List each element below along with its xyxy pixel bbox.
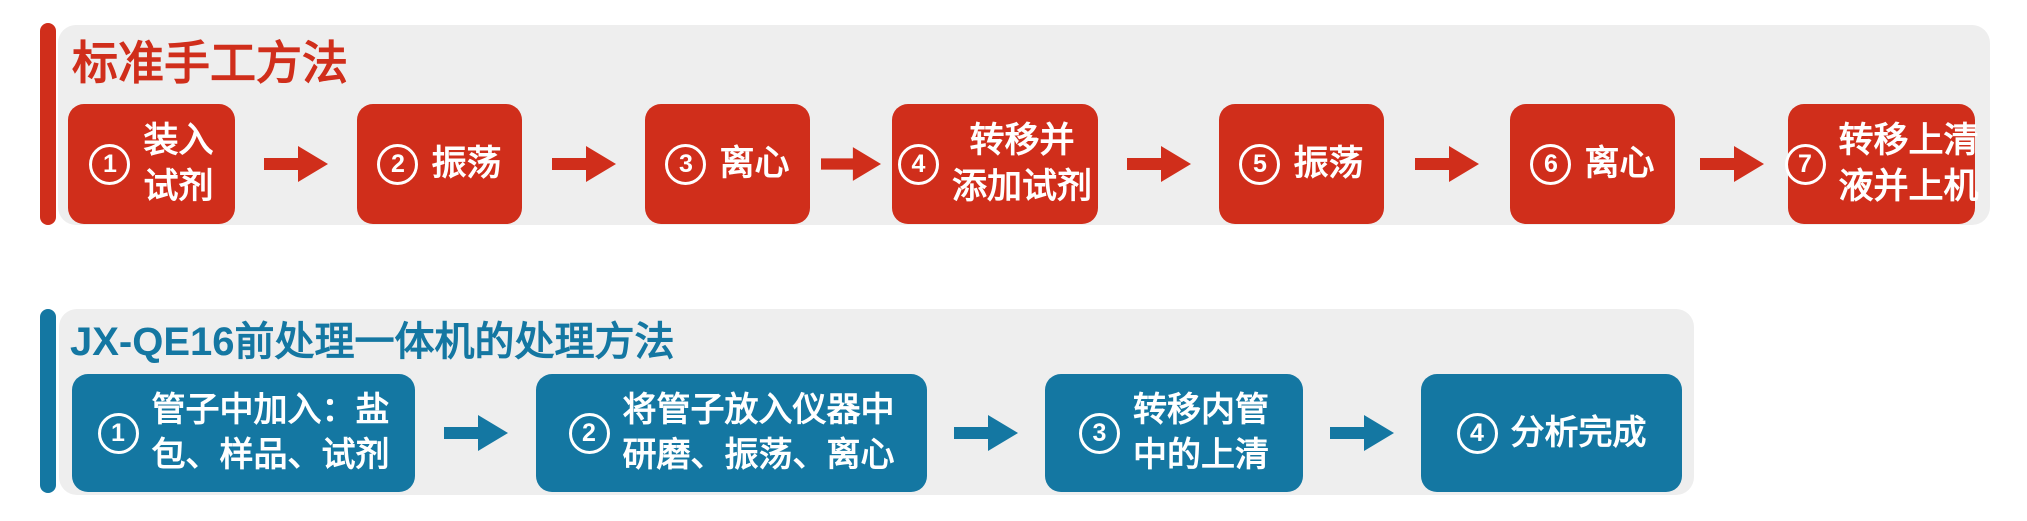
step-label: 离心 [719,143,790,183]
step-label: 转移并 添加试剂 [952,120,1093,206]
step-label: 振荡 [1293,143,1364,183]
step-label: 转移上清 液并上机 [1838,120,1979,206]
arrow-right-icon [415,374,536,492]
step-box-manual-4: 4 转移并 添加试剂 [892,104,1098,224]
step-number-badge: 6 [1530,143,1572,185]
step-number-badge: 4 [898,143,939,185]
step-box-manual-1: 1 装入 试剂 [68,104,235,224]
step-number-badge: 2 [377,143,419,185]
arrow-right-icon [1303,374,1421,492]
step-box-machine-2: 2 将管子放入仪器中 研磨、振荡、离心 [536,374,927,492]
manual-flow: 1 装入 试剂 2 振荡 3 离心 4 转移并 添加试剂 5 [68,104,1979,224]
step-box-manual-2: 2 振荡 [357,104,522,224]
step-label: 管子中加入：盐 包、样品、试剂 [151,391,390,474]
step-label: 将管子放入仪器中 研磨、振荡、离心 [622,391,895,474]
arrow-right-icon [235,104,357,224]
step-box-machine-1: 1 管子中加入：盐 包、样品、试剂 [72,374,415,492]
arrow-right-icon [522,104,645,224]
step-label: 转移内管 中的上清 [1133,391,1269,474]
arrow-right-icon [1098,104,1219,224]
arrow-right-icon [810,104,892,224]
step-number-badge: 3 [1079,412,1120,454]
machine-accent-bar [40,309,56,493]
step-box-manual-3: 3 离心 [645,104,810,224]
step-number-badge: 2 [568,412,610,454]
arrow-right-icon [1384,104,1510,224]
step-box-manual-5: 5 振荡 [1219,104,1384,224]
step-box-manual-6: 6 离心 [1510,104,1675,224]
arrow-right-icon [1675,104,1788,224]
step-label: 振荡 [431,143,502,183]
step-number-badge: 7 [1784,143,1826,185]
arrow-right-icon [927,374,1045,492]
step-label: 装入 试剂 [143,120,214,206]
step-box-machine-3: 3 转移内管 中的上清 [1045,374,1303,492]
step-number-badge: 1 [97,412,139,454]
machine-flow: 1 管子中加入：盐 包、样品、试剂 2 将管子放入仪器中 研磨、振荡、离心 3 … [72,374,1682,492]
step-number-badge: 5 [1239,143,1281,185]
step-number-badge: 1 [89,143,131,185]
step-label: 分析完成 [1510,413,1647,452]
machine-section-title: JX-QE16前处理一体机的处理方法 [70,320,675,364]
step-label: 离心 [1584,143,1655,183]
step-box-machine-4: 4 分析完成 [1421,374,1682,492]
step-box-manual-7: 7 转移上清 液并上机 [1784,104,1979,224]
manual-section-title: 标准手工方法 [72,37,348,89]
manual-accent-bar [40,23,56,225]
step-number-badge: 3 [665,143,707,185]
step-number-badge: 4 [1456,412,1498,454]
